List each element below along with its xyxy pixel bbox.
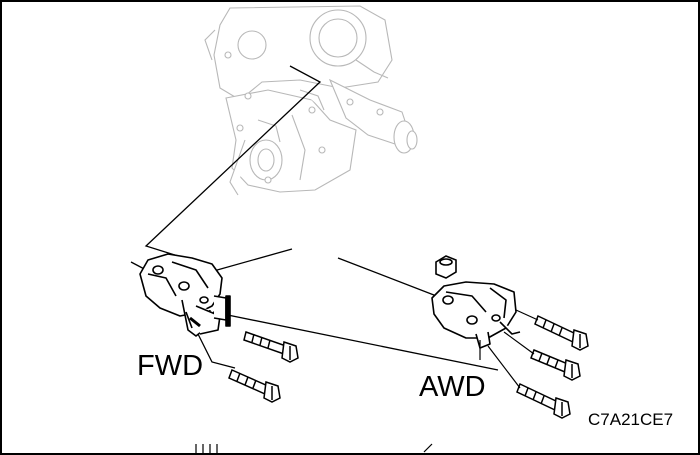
awd-guide-lines (487, 309, 539, 389)
transmission-ghost-illustration (204, 5, 418, 196)
figure-code: C7A21CE7 (588, 410, 674, 429)
awd-bolt-1 (534, 314, 589, 351)
leader-line-fwd-to-awd (212, 311, 499, 371)
leader-line-fwd-upper (209, 248, 293, 273)
awd-bolt-3 (516, 382, 571, 419)
fwd-label: FWD (137, 350, 204, 382)
awd-mount-nut (435, 255, 457, 279)
fwd-bolt-lower (228, 368, 281, 403)
cropped-artwork-fragment (195, 443, 433, 455)
leader-line-fwd-lower (195, 329, 236, 369)
leader-line-transmission-to-fwd-mount (144, 65, 322, 257)
awd-label: AWD (419, 371, 486, 403)
fwd-bolt-upper (243, 331, 299, 363)
leader-lines (130, 65, 499, 371)
awd-mount-bracket (431, 281, 521, 360)
fwd-mount-bracket (139, 253, 231, 337)
awd-bolt-2 (530, 349, 581, 381)
leader-line-awd-upper (337, 257, 453, 303)
